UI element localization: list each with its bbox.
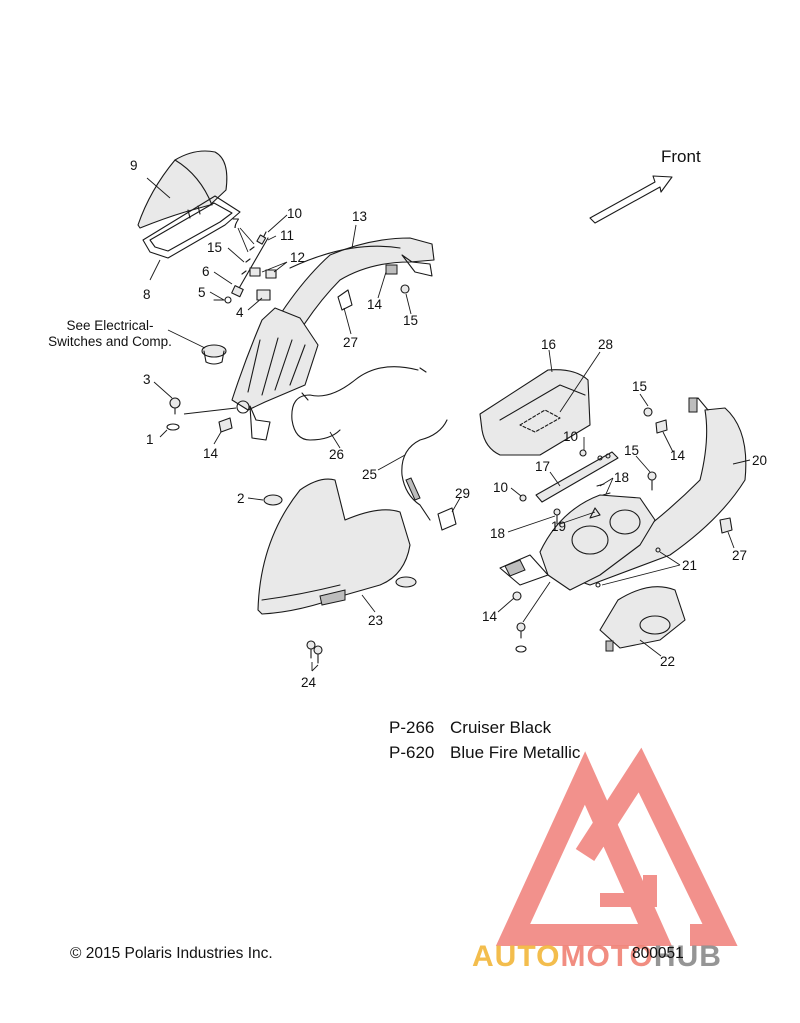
callout-4: 4 <box>236 305 244 320</box>
callout-8: 8 <box>143 287 151 302</box>
paint-name: Cruiser Black <box>450 718 552 737</box>
watermark-logo-triangle <box>495 747 738 946</box>
watermark-part-moto: MOTO <box>560 940 654 973</box>
watermark-wordmark: AUTOMOTOHUB <box>472 940 722 974</box>
callout-28: 28 <box>598 337 613 352</box>
watermark-part-hub: HUB <box>653 940 722 973</box>
callout-14: 14 <box>367 297 383 312</box>
callout-24: 24 <box>301 675 317 690</box>
callout-15: 15 <box>624 443 639 458</box>
part-13-inner-shell <box>231 307 319 441</box>
paint-code: P-620 <box>389 743 435 762</box>
callout-numbers: 9 8 7 10 11 15 12 6 5 4 13 14 15 27 3 1 … <box>130 158 767 690</box>
small-fasteners-right <box>512 407 733 653</box>
part-8-gasket <box>142 195 241 259</box>
part-16-lid <box>479 369 591 456</box>
callout-15: 15 <box>403 313 418 328</box>
callout-16: 16 <box>541 337 556 352</box>
callout-23: 23 <box>368 613 383 628</box>
front-direction-arrow <box>589 175 673 224</box>
callout-21: 21 <box>682 558 697 573</box>
watermark-part-auto: AUTO <box>472 940 561 973</box>
callout-6: 6 <box>202 264 210 279</box>
part-9-seat-cover <box>137 150 228 229</box>
callout-15: 15 <box>632 379 647 394</box>
callout-26: 26 <box>329 447 344 462</box>
part-29-clip <box>437 507 457 531</box>
callout-11: 11 <box>280 228 294 243</box>
copyright-notice: © 2015 Polaris Industries Inc. <box>70 945 273 962</box>
part-17-latch <box>535 451 619 503</box>
callout-2: 2 <box>237 491 245 506</box>
callout-9: 9 <box>130 158 138 173</box>
callout-25: 25 <box>362 467 377 482</box>
callout-5: 5 <box>198 285 206 300</box>
callout-10: 10 <box>287 206 302 221</box>
part-2-grommet <box>263 494 283 506</box>
small-fasteners-panel <box>166 284 410 433</box>
paint-code: P-266 <box>389 718 435 737</box>
callout-3: 3 <box>143 372 151 387</box>
fastener-cluster-left <box>213 231 277 304</box>
front-direction-label: Front <box>661 147 701 166</box>
callout-22: 22 <box>660 654 675 669</box>
callout-14: 14 <box>203 446 219 461</box>
callout-27: 27 <box>343 335 358 350</box>
callout-29: 29 <box>455 486 470 501</box>
paint-code-row: P-266 Cruiser Black <box>389 715 580 740</box>
callout-13: 13 <box>352 209 367 224</box>
callout-18: 18 <box>614 470 629 485</box>
note-line-1: See Electrical- <box>66 318 154 333</box>
paint-code-row: P-620 Blue Fire Metallic <box>389 740 580 765</box>
paint-name: Blue Fire Metallic <box>450 743 581 762</box>
note-line-2: Switches and Comp. <box>48 334 172 349</box>
paint-codes-list: P-266 Cruiser Black P-620 Blue Fire Metall… <box>389 715 580 765</box>
part-23-front-cover <box>257 478 417 615</box>
callout-18: 18 <box>490 526 505 541</box>
callout-1: 1 <box>146 432 154 447</box>
callout-15: 15 <box>207 240 222 255</box>
callout-10: 10 <box>493 480 508 495</box>
part-25-cable <box>401 419 448 521</box>
part-24-screws <box>306 640 323 664</box>
callout-20: 20 <box>752 453 767 468</box>
leader-lines <box>146 177 751 672</box>
diagram-number: 800051 <box>632 945 684 962</box>
part-26-cable <box>291 366 427 441</box>
callout-14: 14 <box>670 448 686 463</box>
callout-17: 17 <box>535 459 550 474</box>
console-lower-tray <box>499 494 656 591</box>
callout-12: 12 <box>290 250 305 265</box>
callout-7: 7 <box>232 216 240 231</box>
electrical-switch-component <box>201 344 227 365</box>
callout-14: 14 <box>482 609 498 624</box>
callout-19: 19 <box>551 519 566 534</box>
callout-27: 27 <box>732 548 747 563</box>
part-22-cup-holder <box>599 586 686 652</box>
callout-10: 10 <box>563 429 578 444</box>
electrical-reference-note: See Electrical- Switches and Comp. <box>40 318 180 350</box>
